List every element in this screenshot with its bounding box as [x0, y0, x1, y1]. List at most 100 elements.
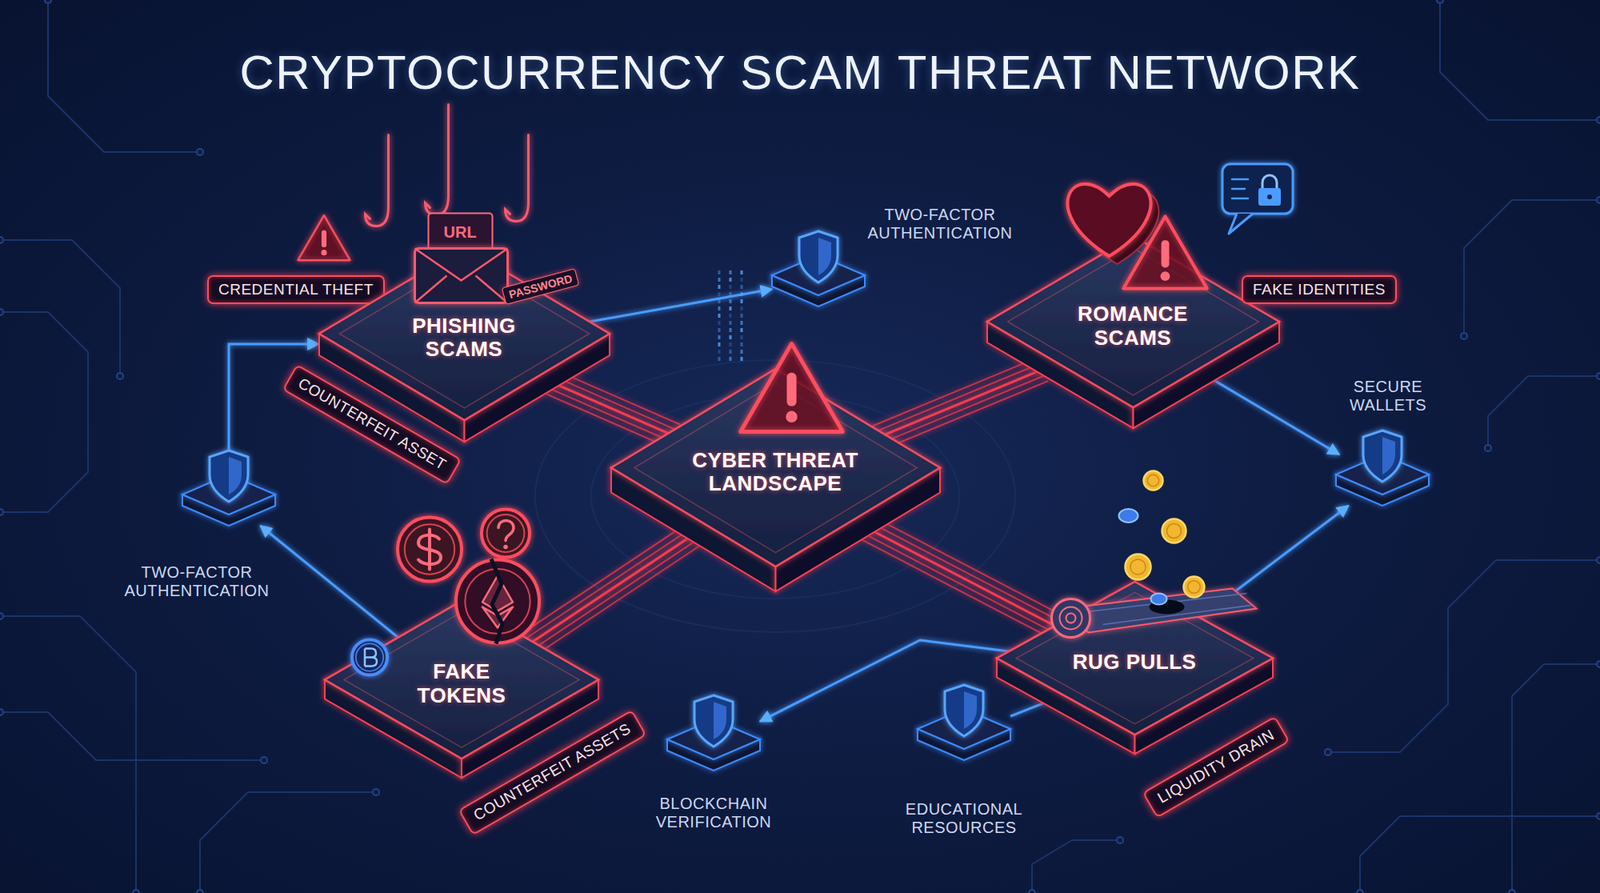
- threat-link: [868, 528, 1060, 628]
- threat-link: [876, 368, 1044, 438]
- data-stream: [740, 349, 743, 354]
- wire-bundle: [546, 394, 670, 448]
- coin: [352, 639, 388, 675]
- circuit-pad: [1596, 660, 1600, 668]
- shield-shine: [713, 701, 727, 740]
- data-stream: [728, 356, 732, 361]
- wire-bundle: [882, 380, 1049, 450]
- data-stream: [728, 277, 732, 282]
- shield-shine: [964, 691, 977, 729]
- exclamation-bar: [786, 372, 796, 407]
- circuit-trace: [0, 312, 88, 512]
- blue-coin: [1150, 592, 1167, 604]
- circuit-trace: [0, 616, 136, 893]
- data-stream: [740, 292, 743, 296]
- fish-hook: [504, 134, 528, 221]
- data-stream: [740, 277, 743, 282]
- circuit-trace: [0, 712, 264, 760]
- envelope-flap: [414, 248, 508, 303]
- shield-pad-shape: [667, 719, 760, 771]
- shield-node: TWO-FACTOR AUTHENTICATION: [772, 255, 865, 307]
- rug-roll-spiral: [1059, 606, 1082, 629]
- shield-shine: [818, 237, 832, 276]
- data-stream: [717, 313, 720, 318]
- shield-node: SECURE WALLETS: [1336, 454, 1429, 506]
- envelope: [414, 248, 508, 303]
- gold-coin: [1161, 518, 1186, 543]
- shield-icon: [1363, 430, 1402, 482]
- tag-label: CREDENTIAL THEFT: [218, 280, 374, 300]
- wire-bundle: [874, 363, 1041, 432]
- threat-link: [528, 535, 692, 644]
- data-stream: [740, 356, 743, 361]
- threat-link: [552, 382, 676, 436]
- wire-bundle: [549, 388, 673, 442]
- platform-label: RUG PULLS: [1072, 650, 1197, 675]
- wire-bundle: [872, 357, 1039, 427]
- circuit-pad: [1596, 812, 1600, 820]
- shield-pad-shape: [1336, 454, 1429, 506]
- coin-rim: [404, 524, 455, 574]
- circuit-pad: [44, 0, 52, 4]
- warning-triangle: [740, 344, 843, 432]
- circuit-pad: [1460, 332, 1468, 340]
- question-dot: [503, 544, 508, 549]
- circuit-pad: [116, 372, 124, 380]
- platform-top: [319, 247, 610, 420]
- gold-coin: [1124, 553, 1151, 580]
- data-stream: [717, 320, 720, 325]
- platform-node: FAKE TOKENS: [324, 600, 599, 778]
- tag-label: FAKE IDENTITIES: [1252, 280, 1386, 300]
- chat-bubble-tail: [1228, 213, 1253, 234]
- gold-coin-rim: [1166, 523, 1181, 538]
- rug-roll-spiral: [1065, 612, 1076, 623]
- data-stream: [728, 292, 732, 296]
- shield-node: BLOCKCHAIN VERIFICATION: [667, 719, 760, 771]
- shield-icon: [944, 684, 984, 736]
- lock-body: [1258, 188, 1281, 206]
- data-stream: [740, 313, 743, 318]
- shield-label: BLOCKCHAIN VERIFICATION: [621, 794, 806, 832]
- coin-rim: [487, 514, 525, 552]
- circuit-trace: [1360, 816, 1600, 893]
- shield-icon: [209, 450, 248, 502]
- rug-roll: [1051, 598, 1090, 637]
- shield-icon: [799, 231, 838, 283]
- wire-bundle: [862, 540, 1054, 640]
- circuit-trace: [200, 792, 376, 893]
- circuit-pad: [0, 708, 4, 716]
- data-stream: [740, 284, 743, 289]
- platform-top: [987, 236, 1280, 408]
- platform-inset: [344, 611, 580, 747]
- data-stream: [728, 335, 732, 340]
- gold-coin: [1183, 576, 1204, 597]
- wire-bundle: [880, 375, 1047, 444]
- exclamation-bar: [321, 230, 327, 248]
- data-stream: [740, 342, 743, 347]
- circuit-trace: [48, 0, 200, 152]
- coin: [397, 516, 462, 581]
- data-stream: [717, 349, 720, 354]
- password-tag: PASSWORD: [500, 268, 580, 305]
- circuit-pad: [1596, 116, 1600, 124]
- wire-bundles: [521, 357, 1065, 656]
- wire-bundle: [873, 516, 1065, 617]
- tag-label: LIQUIDITY DRAIN: [1154, 725, 1278, 808]
- gold-coin-rim: [1129, 558, 1145, 574]
- bitcoin-glyph: [364, 648, 377, 666]
- warning-triangle: [1123, 216, 1207, 289]
- gold-coin-rim: [1187, 580, 1200, 593]
- lock-hole: [1267, 194, 1272, 200]
- coin: [481, 508, 530, 557]
- shield-label: TWO-FACTOR AUTHENTICATION: [104, 563, 289, 600]
- wire-bundle: [521, 524, 685, 634]
- warning-triangle: [298, 215, 351, 260]
- circuit-trace: [1512, 664, 1600, 893]
- exclamation-bar: [1160, 240, 1169, 268]
- question-glyph: [498, 520, 514, 540]
- dollar-glyph: [418, 528, 441, 569]
- data-stream: [728, 270, 732, 275]
- data-stream: [717, 299, 720, 304]
- platform-label: FAKE TOKENS: [393, 660, 530, 708]
- blue-coin: [1118, 508, 1138, 523]
